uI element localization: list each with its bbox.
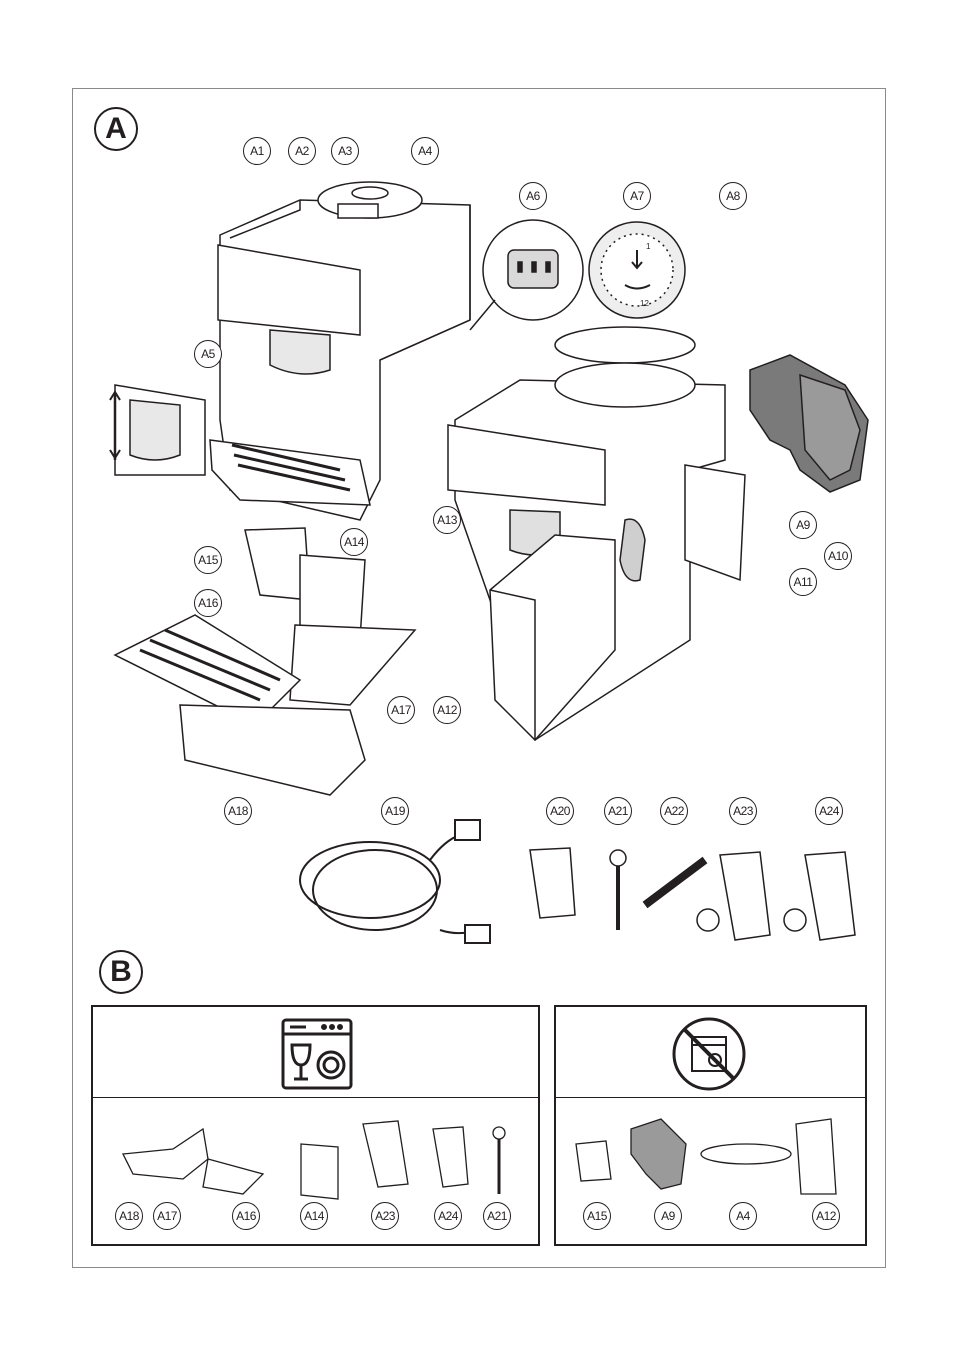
- panel-divider: [93, 1097, 538, 1098]
- panel-divider: [556, 1097, 865, 1098]
- part-label-a19: A19: [381, 797, 409, 825]
- part-label-a23: A23: [371, 1202, 399, 1230]
- dishwasher-safe-icon: [281, 1018, 353, 1090]
- part-label-a18: A18: [115, 1202, 143, 1230]
- part-label-a18: A18: [224, 797, 252, 825]
- part-label-a9: A9: [789, 511, 817, 539]
- part-label-a15: A15: [194, 546, 222, 574]
- part-label-a2: A2: [288, 137, 316, 165]
- dial-mark-12: 12: [640, 299, 649, 308]
- section-a-badge: A: [94, 107, 138, 151]
- part-label-a6: A6: [519, 182, 547, 210]
- dishwasher-safe-parts-illustration: [121, 1120, 506, 1200]
- part-label-a10: A10: [824, 542, 852, 570]
- power-socket-inset: [469, 219, 584, 331]
- part-label-a14: A14: [300, 1202, 328, 1230]
- not-dishwasher-safe-panel: [554, 1005, 867, 1246]
- part-label-a12: A12: [812, 1202, 840, 1230]
- dial-mark-1: 1: [646, 242, 651, 251]
- part-label-a17: A17: [387, 696, 415, 724]
- coffee-machine-front-illustration: [209, 181, 471, 521]
- part-label-a12: A12: [433, 696, 461, 724]
- grind-setting-dial-inset: 1 12: [588, 221, 686, 319]
- part-label-a3: A3: [331, 137, 359, 165]
- part-label-a22: A22: [660, 797, 688, 825]
- part-label-a5: A5: [194, 340, 222, 368]
- not-dishwasher-safe-parts-illustration: [575, 1118, 837, 1195]
- brew-group-illustration: [749, 354, 869, 493]
- part-label-a7: A7: [623, 182, 651, 210]
- part-label-a1: A1: [243, 137, 271, 165]
- part-label-a21: A21: [604, 797, 632, 825]
- power-cord-illustration: [299, 819, 491, 944]
- part-label-a16: A16: [232, 1202, 260, 1230]
- part-label-a24: A24: [434, 1202, 462, 1230]
- part-label-a4: A4: [729, 1202, 757, 1230]
- section-b-badge: B: [99, 950, 143, 994]
- coffee-machine-open-illustration: [447, 326, 746, 742]
- accessories-illustration: [529, 847, 856, 941]
- part-label-a16: A16: [194, 589, 222, 617]
- part-label-a11: A11: [789, 568, 817, 596]
- part-label-a21: A21: [483, 1202, 511, 1230]
- part-label-a20: A20: [546, 797, 574, 825]
- part-label-a9: A9: [654, 1202, 682, 1230]
- part-label-a13: A13: [433, 506, 461, 534]
- part-label-a24: A24: [815, 797, 843, 825]
- brew-spout-height-inset: [109, 384, 206, 476]
- part-label-a15: A15: [583, 1202, 611, 1230]
- part-label-a14: A14: [340, 528, 368, 556]
- part-label-a8: A8: [719, 182, 747, 210]
- drip-tray-parts-illustration: [113, 527, 417, 796]
- part-label-a17: A17: [153, 1202, 181, 1230]
- dishwasher-safe-panel: [91, 1005, 540, 1246]
- page-frame: [72, 88, 886, 1268]
- not-dishwasher-safe-icon: [672, 1017, 746, 1091]
- part-label-a23: A23: [729, 797, 757, 825]
- part-label-a4: A4: [411, 137, 439, 165]
